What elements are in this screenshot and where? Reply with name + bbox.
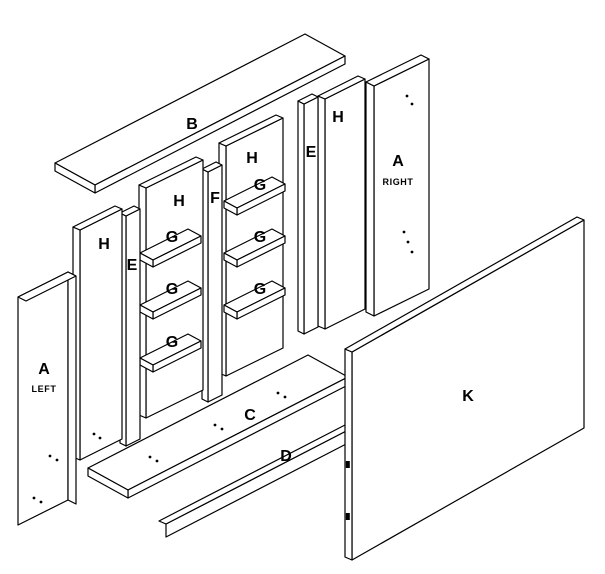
caption-A-right: RIGHT [383,177,414,187]
part-shelf-G2: G [139,280,202,320]
dowel-hole [283,395,287,399]
bottom-panel-end-edge [87,467,129,499]
dowel-hole [410,102,414,106]
shelf-end-edge [223,304,238,320]
center-strip-top-edge [201,161,223,173]
part-back-panel-K: K [344,216,585,561]
part-edge-strip-E1: E [119,205,141,447]
dowel-hole [276,391,280,395]
edge-strip-top-edge [119,205,141,217]
dowel-hole [213,423,217,427]
part-shelf-G1: G [139,228,202,268]
fitting-mark [345,513,350,520]
dowel-hole [98,436,102,440]
label-G1: G [166,229,178,246]
dowel-hole [32,496,36,500]
part-center-strip-F: F [201,161,223,403]
label-H4: H [332,109,344,126]
partition-top-edge [72,205,123,231]
label-B: B [186,116,198,133]
dowel-hole [155,459,159,463]
label-E1: E [127,257,138,274]
partition-face [324,78,366,330]
part-edge-strip-E2: E [297,93,319,335]
label-A-left: A [38,361,50,378]
edge-strip-side-edge [297,100,305,335]
part-shelf-G3: G [139,333,202,373]
part-side-panel-A-right: A RIGHT [365,54,430,317]
label-C: C [244,407,256,424]
partition-top-edge [138,156,204,189]
shelf-end-edge [223,252,238,268]
shelf-end-edge [223,200,238,216]
dowel-hole [48,454,52,458]
back-panel-top-edge [344,216,585,353]
side-panel-top-edge [17,271,77,302]
partition-top-edge [317,75,366,100]
label-D: D [280,448,292,465]
dowel-hole [148,455,152,459]
label-G6: G [254,281,266,298]
caption-A-left: LEFT [32,384,57,394]
part-shelf-G6: G [223,280,286,320]
fitting-mark [345,461,350,468]
side-panel-face [17,271,69,526]
label-K: K [462,388,474,405]
part-side-panel-A-left: A LEFT [17,271,77,526]
partition-top-edge [218,114,284,147]
label-E2: E [306,144,317,161]
part-partition-H1: H [72,205,123,461]
edge-strip-top-edge [297,93,319,105]
label-H3: H [246,150,258,167]
part-bottom-panel-C: C [87,354,349,499]
partition-side-edge [317,95,326,330]
label-F: F [210,190,220,207]
label-H2: H [173,193,185,210]
label-G5: G [254,229,266,246]
part-shelf-G5: G [223,228,286,268]
back-panel-side-edge [344,348,353,561]
part-shelf-G4: G [223,176,286,216]
label-G4: G [254,177,266,194]
dowel-hole [406,240,410,244]
edge-strip-face [303,96,319,335]
label-A-right: A [392,153,404,170]
side-panel-top-edge [365,54,430,87]
part-top-panel-B: B [54,33,346,194]
dowel-hole [220,427,224,431]
dowel-hole [405,94,409,98]
label-G2: G [166,281,178,298]
dowel-hole [92,432,96,436]
label-G3: G [166,334,178,351]
dowel-hole [410,250,414,254]
side-panel-side-edge [365,81,375,317]
side-panel-side-edge [67,271,77,505]
dowel-hole [55,458,59,462]
dowel-hole [402,230,406,234]
part-partition-H4: H [317,75,366,330]
side-panel-face [373,58,430,317]
top-panel-end-edge [54,162,96,194]
edge-strip-face [125,208,141,447]
label-H1: H [98,236,110,253]
dowel-hole [39,500,43,504]
